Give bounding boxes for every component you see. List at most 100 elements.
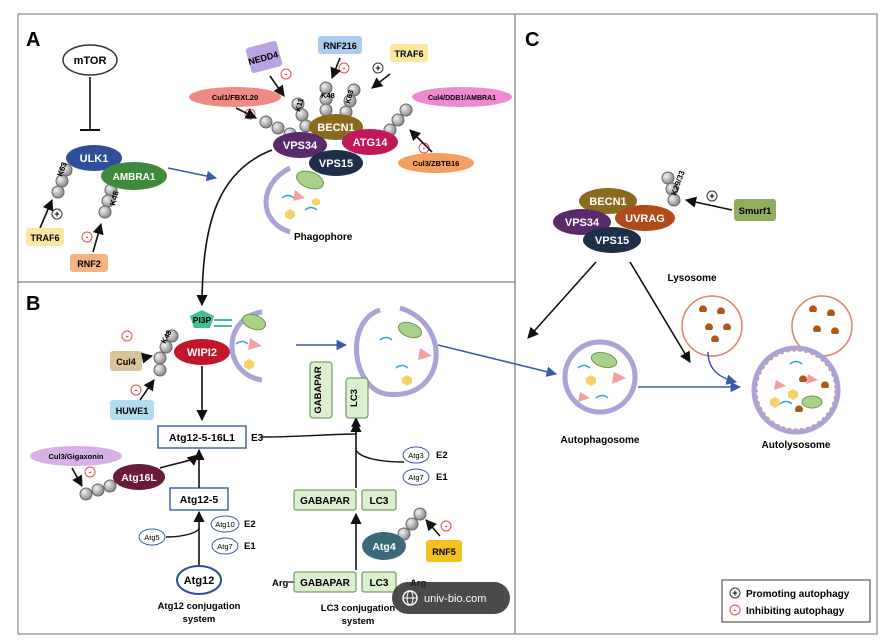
- cul3-gigaxonin-label: Cul3/Gigaxonin: [48, 452, 103, 461]
- cul3-zbtb16-label: Cul3/ZBTB16: [413, 159, 460, 168]
- cul3-gigaxonin-arrow: [71, 467, 83, 487]
- plus-sign: +: [709, 191, 714, 201]
- gabapar-mid-label: GABAPAR: [300, 496, 351, 507]
- gabapar-vertical-box: [309, 361, 333, 419]
- inhibit-icon: [84, 466, 96, 478]
- c-vps34-node: [553, 209, 611, 235]
- cul1-node: [189, 87, 281, 107]
- autolysosome-label: Autolysosome: [762, 440, 831, 451]
- becn1-label: BECN1: [317, 122, 354, 134]
- legend-plus-sign: +: [732, 588, 737, 598]
- minus-sign: -: [86, 232, 89, 242]
- globe-icon: [402, 590, 418, 606]
- autophagosome-label: Autophagosome: [561, 435, 640, 446]
- atg7-left-label: Atg7: [217, 542, 232, 551]
- minus-sign: -: [89, 467, 92, 477]
- traf6-left-label: TRAF6: [31, 233, 60, 243]
- a-to-b-arrow: [196, 149, 273, 307]
- cul3-gigaxonin-node: [30, 446, 122, 466]
- cul4-ddb1-label: Cul4/DDB1/AMBRA1: [428, 95, 496, 102]
- lc3-bottom-box: [361, 571, 397, 593]
- vps34-node: [273, 132, 327, 158]
- watermark-text: univ-bio.com: [424, 593, 486, 605]
- ambra1-label: AMBRA1: [113, 172, 156, 183]
- atg16l-join-arrow: [159, 454, 199, 469]
- rnf5-arrow: [425, 519, 441, 537]
- atg12-5-label: Atg12-5: [180, 494, 219, 506]
- atg10-label: Atg10: [215, 520, 235, 529]
- ambra1-node: [101, 162, 167, 190]
- legend-inhibit-icon: [729, 604, 741, 616]
- pi3p-label: PI3P: [193, 315, 212, 325]
- vps15-node: [309, 150, 363, 176]
- k11-label: K11: [293, 97, 305, 112]
- plus-sign: +: [54, 209, 59, 219]
- atg7-right-node: [402, 468, 430, 486]
- gabapar-vertical-label: GABAPAR: [313, 366, 324, 413]
- atg12-system-line2: system: [183, 614, 216, 625]
- huwe1-arrow: [139, 379, 155, 401]
- autophagosome-forming-membrane: [354, 305, 439, 397]
- autophagosome-cargo: [577, 351, 626, 402]
- e1-right-label: E1: [436, 472, 448, 483]
- ulk1-node: [66, 145, 122, 171]
- inhibit-icon: [121, 330, 133, 342]
- huwe1-label: HUWE1: [116, 406, 149, 416]
- traf6-top-box: [390, 44, 428, 62]
- atg3-node: [402, 446, 430, 464]
- ubiquitin-chain-atg16l: [79, 479, 117, 501]
- lysosome-fusion-arrow: [707, 351, 738, 385]
- arg-left-label: Arg: [272, 578, 289, 589]
- nedd4-arrow: [269, 75, 285, 97]
- ubiquitin-chain-atg4: [397, 507, 427, 541]
- atg12-label: Atg12: [184, 575, 215, 587]
- cul4-arrow: [141, 352, 154, 364]
- c-vps34-label: VPS34: [565, 217, 600, 229]
- atg3-label: Atg3: [408, 451, 423, 460]
- atg5-label: Atg5: [144, 533, 159, 542]
- lysosome-enzymes: [699, 305, 731, 342]
- legend-minus-sign: -: [734, 605, 737, 615]
- atg14-label: ATG14: [353, 137, 389, 149]
- cul4-label: Cul4: [116, 357, 136, 367]
- cul1-arrow: [235, 107, 258, 119]
- ulk1-label: ULK1: [80, 153, 109, 165]
- watermark-pill: [392, 582, 510, 614]
- autolysosome-cargo: [770, 360, 823, 409]
- rnf216-box: [318, 36, 362, 54]
- panel-c-frame: [514, 13, 878, 635]
- atg16l-label: Atg16L: [121, 472, 157, 484]
- cul3-zbtb16-node: [398, 153, 474, 173]
- rnf5-label: RNF5: [432, 547, 456, 557]
- c-to-autolysosome-arrow: [629, 261, 691, 363]
- atg12-5-16l1-box: [157, 425, 247, 449]
- autolysosome: [751, 345, 841, 435]
- c-vps15-node: [583, 227, 641, 253]
- autolysosome-inner: [756, 350, 836, 430]
- lysosome-label: Lysosome: [667, 273, 717, 284]
- minus-sign: -: [423, 143, 426, 153]
- e3-label: E3: [251, 433, 264, 444]
- ubiquitin-chain-wipi2: [153, 329, 179, 377]
- lc3-mid-box: [361, 489, 397, 511]
- cul3-zbtb16-arrow: [409, 129, 433, 153]
- cul4-ddb1-node: [412, 87, 512, 107]
- panel-label-a: A: [26, 29, 40, 51]
- rnf5-box: [426, 540, 462, 562]
- ubiquitin-chain-ambra1: [98, 183, 118, 219]
- atg12-node: [176, 565, 222, 595]
- e2-right-label: E2: [436, 450, 448, 461]
- atg10-node: [210, 515, 240, 533]
- legend-promote-icon: [729, 587, 741, 599]
- promote-icon: [372, 62, 384, 74]
- atg16l-node: [113, 464, 165, 490]
- cul1-label: Cul1/FBXL20: [212, 93, 258, 102]
- lc3-system-line2: system: [342, 616, 375, 627]
- panel-label-c: C: [525, 29, 539, 51]
- wipi2-node: [174, 339, 230, 365]
- atg7-right-label: Atg7: [408, 473, 423, 482]
- panel-label-b: B: [26, 293, 40, 315]
- gabapar-mid-box: [293, 489, 357, 511]
